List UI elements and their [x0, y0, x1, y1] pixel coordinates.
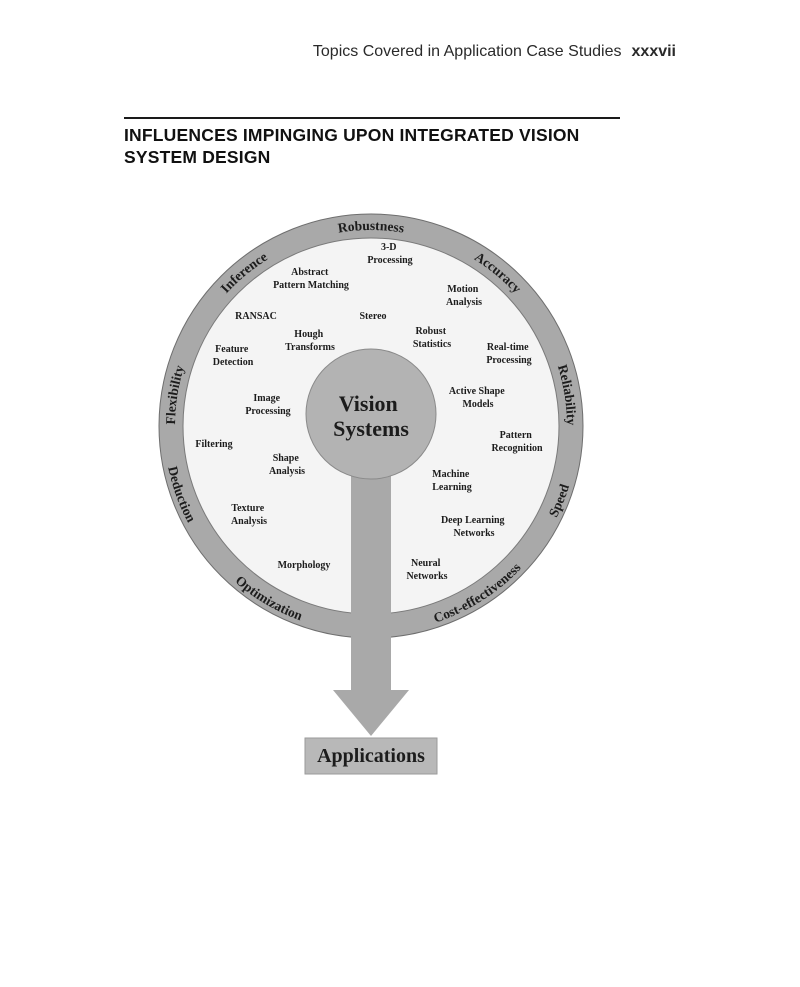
- page-number: xxxvii: [631, 43, 676, 60]
- topic-filtering: Filtering: [195, 439, 232, 450]
- topic-morphology: Morphology: [278, 560, 331, 571]
- topic-abstract-pattern-matching: Abstract Pattern Matching: [273, 267, 349, 291]
- topic-ransac: RANSAC: [235, 311, 277, 322]
- ring-label-robustness: Robustness: [337, 218, 405, 236]
- topic-shape-analysis: Shape Analysis: [269, 453, 305, 477]
- topic-3d-processing: 3-D Processing: [367, 242, 412, 266]
- center-line-2: Systems: [333, 416, 409, 441]
- topic-motion-analysis: Motion Analysis: [446, 284, 482, 308]
- topic-image-processing: Image Processing: [245, 393, 290, 417]
- title-rule: [124, 117, 620, 119]
- center-line-1: Vision: [339, 391, 398, 416]
- running-header: Topics Covered in Application Case Studi…: [0, 43, 676, 61]
- topic-feature-detection: Feature Detection: [213, 344, 254, 368]
- topic-hough-transforms: Hough Transforms: [285, 329, 335, 353]
- applications-label: Applications: [317, 745, 425, 767]
- topic-texture-analysis: Texture Analysis: [231, 503, 267, 527]
- topic-machine-learning: Machine Learning: [432, 469, 472, 493]
- section-title: INFLUENCES IMPINGING UPON INTEGRATED VIS…: [124, 125, 580, 167]
- applications-box: [304, 737, 438, 775]
- running-title: Topics Covered in Application Case Studi…: [312, 43, 622, 60]
- topic-stereo: Stereo: [359, 311, 386, 322]
- center-circle: [305, 348, 437, 480]
- topic-active-shape-models: Active Shape Models: [449, 386, 507, 410]
- arrow-head: [333, 690, 409, 736]
- center-label: Vision Systems: [333, 391, 409, 441]
- topic-neural-networks: Neural Networks: [406, 558, 447, 582]
- topic-robust-statistics: Robust Statistics: [413, 326, 451, 350]
- topic-deep-learning-networks: Deep Learning Networks: [441, 515, 507, 539]
- topic-pattern-recognition: Pattern Recognition: [491, 430, 543, 454]
- arrow-shaft: [351, 638, 391, 692]
- topic-realtime-processing: Real-time Processing: [486, 342, 531, 366]
